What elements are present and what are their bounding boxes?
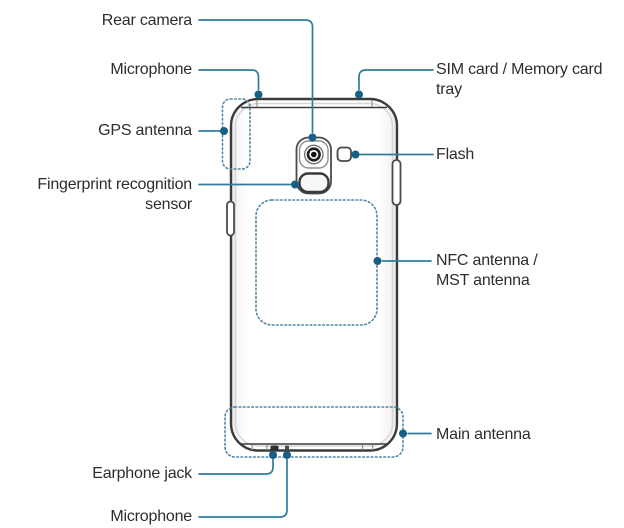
gps-antenna-region <box>221 98 251 170</box>
leader-dot-sim-tray <box>355 90 363 99</box>
antenna-seam-marks <box>251 100 374 450</box>
label-main-antenna: Main antenna <box>436 426 531 443</box>
leader-line-earphone-jack <box>198 458 274 475</box>
flash-led <box>336 146 352 162</box>
leader-dot-microphone-top <box>254 90 263 99</box>
leader-dot-gps-antenna <box>220 127 228 135</box>
leader-dot-fingerprint <box>291 180 299 189</box>
leader-line-sim-tray <box>358 69 434 91</box>
leader-dot-rear-camera <box>308 133 317 142</box>
label-microphone-top: Microphone <box>110 61 192 78</box>
leader-line-rear-camera <box>198 19 314 134</box>
leader-dot-main-antenna <box>399 429 407 438</box>
bottom-microphone-hole <box>285 445 289 450</box>
earphone-jack-port <box>270 445 279 451</box>
label-gps-antenna: GPS antenna <box>98 122 192 139</box>
leader-dot-flash <box>351 150 360 159</box>
left-side-key <box>226 200 235 237</box>
leader-line-microphone-bottom <box>198 458 288 518</box>
leader-dot-earphone-jack <box>269 451 277 459</box>
leader-dot-microphone-bottom <box>283 451 291 459</box>
label-nfc-antenna: NFC antenna / MST antenna <box>436 252 538 289</box>
label-earphone-jack: Earphone jack <box>92 465 192 482</box>
fingerprint-sensor <box>298 172 330 194</box>
label-flash: Flash <box>436 146 475 163</box>
leader-dot-nfc <box>373 257 382 265</box>
leader-line-microphone-top <box>198 69 260 91</box>
phone-body <box>229 97 399 452</box>
phone-back-glass <box>234 102 394 447</box>
right-side-key <box>391 159 402 206</box>
label-fingerprint-sensor: Fingerprint recognition sensor <box>37 176 192 213</box>
camera-lens <box>303 144 324 165</box>
label-microphone-bottom: Microphone <box>110 508 192 525</box>
label-rear-camera: Rear camera <box>101 12 192 29</box>
label-sim-tray: SIM card / Memory card tray <box>436 61 603 98</box>
